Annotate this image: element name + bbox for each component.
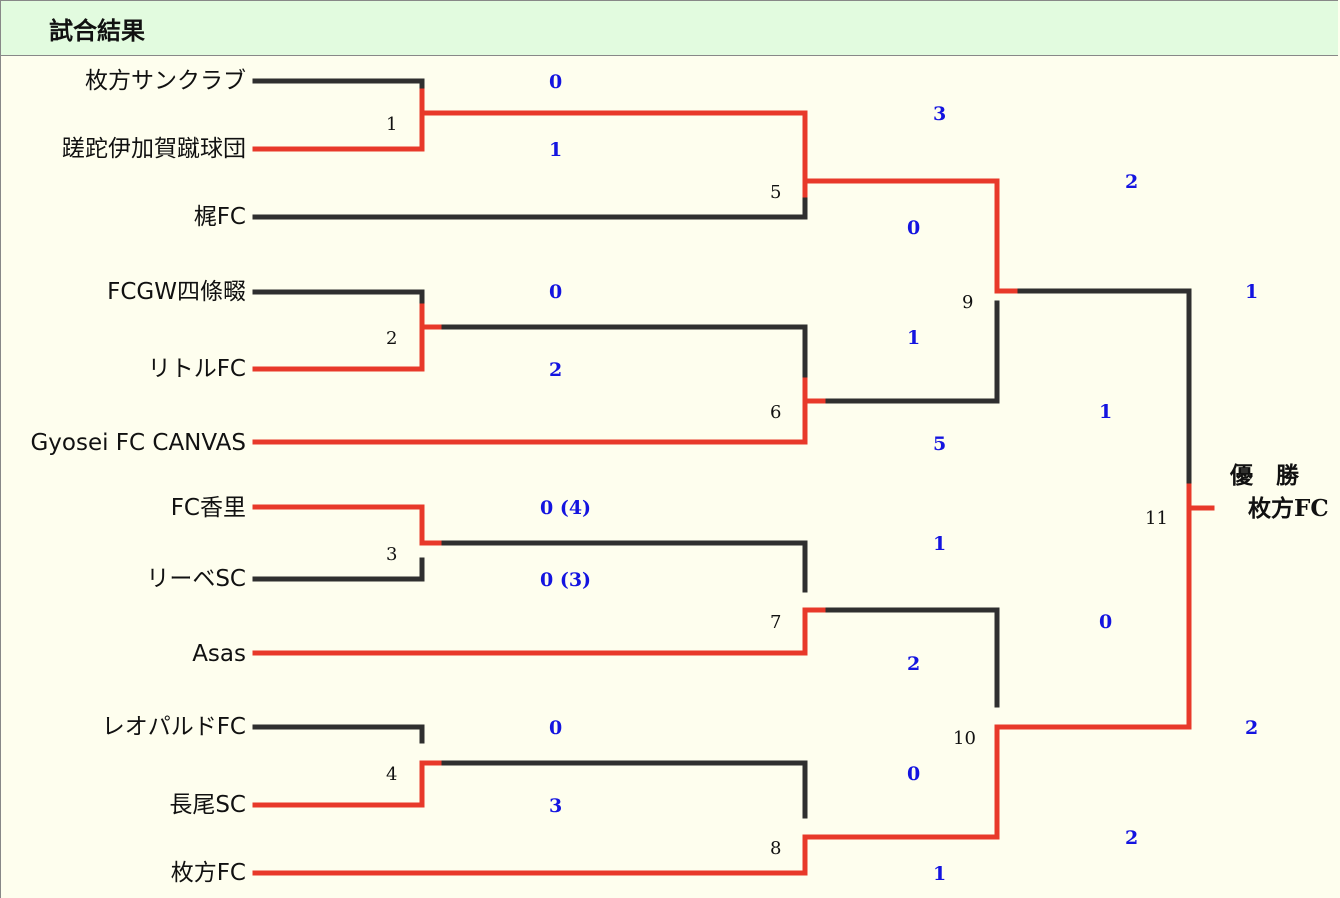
- match-number: 5: [770, 182, 782, 203]
- bracket-line: [825, 607, 1000, 708]
- team-name: Gyosei FC CANVAS: [30, 430, 246, 456]
- match-number: 9: [962, 292, 974, 313]
- score-top: 1: [907, 327, 921, 349]
- score-top: 1: [933, 533, 947, 555]
- bracket-line: [252, 88, 425, 152]
- team-name: 蹉跎伊加賀蹴球団: [62, 136, 246, 162]
- team-name: FC香里: [170, 495, 246, 521]
- champion-team: 枚方FC: [1248, 495, 1329, 522]
- score-top: 0: [907, 763, 921, 785]
- bracket-line: [441, 760, 808, 819]
- bracket-line: [252, 607, 808, 656]
- match-number: 3: [386, 544, 398, 565]
- bracket-line: [252, 192, 808, 220]
- page-title: 試合結果: [49, 17, 145, 45]
- team-name: Asas: [192, 641, 246, 667]
- score-top: 0: [1099, 611, 1113, 633]
- bracket-line: [802, 178, 1000, 294]
- score-bottom: 1: [1099, 401, 1113, 423]
- bracket-line: [825, 300, 1000, 404]
- score-bottom: 2: [1125, 827, 1139, 849]
- bracket-line: [1017, 288, 1192, 489]
- score-bottom: 0 (3): [540, 569, 592, 591]
- champion-label: 優 勝: [1230, 462, 1299, 489]
- team-name: 長尾SC: [169, 792, 246, 818]
- match-number: 4: [386, 764, 398, 785]
- left-border: [0, 56, 1, 898]
- bracket-line: [252, 557, 425, 582]
- bracket-line: [252, 724, 1000, 876]
- score-top: 0: [549, 71, 563, 93]
- score-top: 3: [933, 103, 947, 125]
- bracket-line: [252, 78, 425, 94]
- bracket-line: [252, 504, 425, 546]
- bracket-line: [441, 540, 808, 593]
- bracket-line: [252, 760, 425, 808]
- score-bottom: 5: [933, 433, 947, 455]
- match-number: 11: [1145, 508, 1168, 529]
- team-name: 枚方FC: [170, 860, 246, 886]
- team-name: FCGW四條畷: [107, 279, 246, 305]
- score-bottom: 2: [1245, 717, 1259, 739]
- match-number: 2: [386, 328, 398, 349]
- bracket-line: [252, 289, 425, 309]
- match-number: 1: [386, 114, 398, 135]
- score-bottom: 2: [907, 653, 921, 675]
- team-name: リーベSC: [146, 566, 246, 592]
- score-top: 0 (4): [540, 497, 592, 519]
- results-header: 試合結果: [0, 0, 1338, 56]
- bracket-line: [252, 724, 425, 744]
- score-bottom: 1: [933, 863, 947, 885]
- score-bottom: 1: [549, 139, 563, 161]
- team-name: リトルFC: [147, 356, 246, 382]
- score-bottom: 2: [549, 359, 563, 381]
- bracket-line: [441, 324, 808, 383]
- match-number: 7: [770, 612, 782, 633]
- score-bottom: 0: [907, 217, 921, 239]
- team-name: レオパルドFC: [101, 714, 246, 740]
- bracket-line: [994, 483, 1192, 730]
- score-top: 1: [1245, 281, 1259, 303]
- bracket-line: [419, 110, 808, 184]
- team-name: 枚方サンクラブ: [85, 68, 246, 94]
- score-bottom: 3: [549, 795, 563, 817]
- score-top: 0: [549, 717, 563, 739]
- score-top: 0: [549, 281, 563, 303]
- match-number: 8: [770, 838, 782, 859]
- match-number: 6: [770, 402, 782, 423]
- team-name: 梶FC: [193, 204, 246, 230]
- score-top: 2: [1125, 171, 1139, 193]
- bracket-line: [252, 377, 808, 445]
- match-number: 10: [953, 728, 976, 749]
